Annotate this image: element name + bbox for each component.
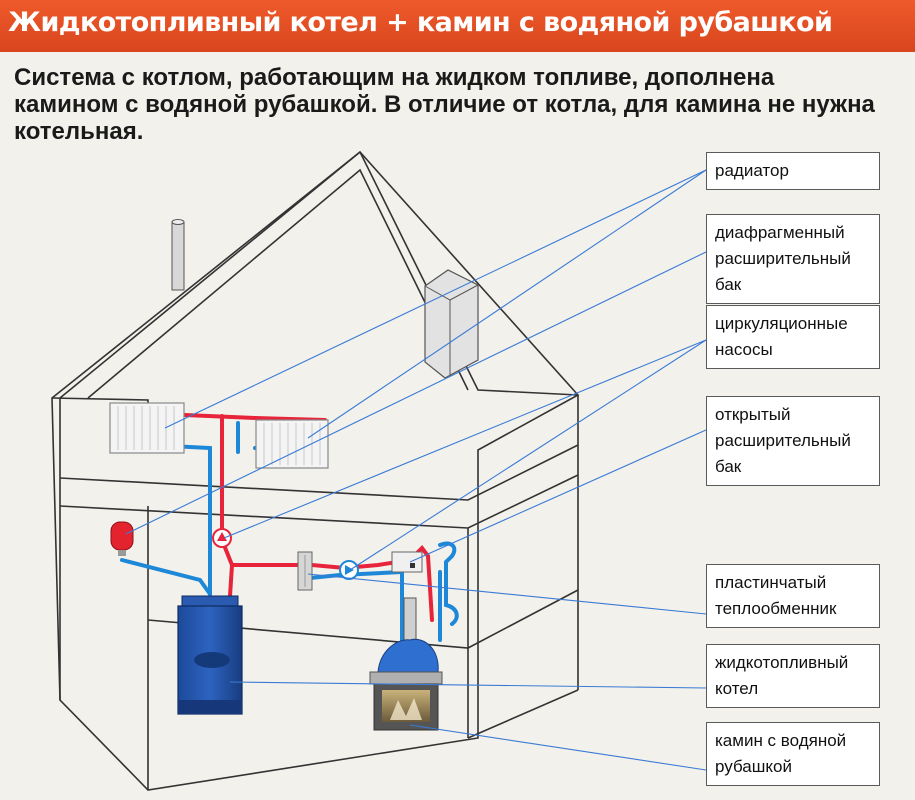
- chimney: [424, 269, 479, 379]
- leader-pump-2: [349, 339, 707, 571]
- callout-plate-heat-exchanger: пластинчатый теплообменник: [706, 564, 880, 628]
- title-banner: Жидкотопливный котел + камин с водяной р…: [0, 0, 915, 52]
- fireplace-with-water-jacket: [369, 597, 443, 731]
- diaphragm-tank: [110, 521, 134, 556]
- oil-boiler: [177, 595, 243, 715]
- page-title: Жидкотопливный котел + камин с водяной р…: [8, 7, 833, 38]
- leader-fireplace: [409, 724, 707, 771]
- hot-water-pipes: [183, 413, 434, 622]
- radiator-left: [109, 402, 185, 454]
- leader-pump-1: [223, 339, 707, 539]
- callout-fireplace: камин с водяной рубашкой: [706, 722, 880, 786]
- callout-diaphragm-tank: диафрагменный расширительный бак: [706, 214, 880, 304]
- leader-radiator-left: [164, 169, 707, 429]
- leader-plate-exchanger: [307, 573, 707, 615]
- callout-open-expansion-tank: открытый расширительный бак: [706, 396, 880, 486]
- open-expansion-tank: [391, 551, 423, 573]
- plate-heat-exchanger: [297, 551, 313, 591]
- circulation-pump-2: [339, 560, 359, 580]
- flue-pipe: [171, 219, 185, 291]
- callout-circulation-pumps: циркуляционные насосы: [706, 305, 880, 369]
- leader-lines: [125, 169, 707, 771]
- leader-open-tank: [409, 429, 707, 563]
- radiator-right: [255, 419, 329, 469]
- circulation-pump-1: [212, 528, 232, 548]
- leader-radiator-right: [307, 169, 707, 439]
- leader-diaphragm-tank: [125, 251, 707, 535]
- house-outline: [51, 150, 580, 791]
- callout-radiator: радиатор: [706, 152, 880, 190]
- leader-oil-boiler: [229, 681, 707, 689]
- callout-oil-boiler: жидкотопливный котел: [706, 644, 880, 708]
- intro-text: Система с котлом, работающим на жидком т…: [14, 64, 875, 145]
